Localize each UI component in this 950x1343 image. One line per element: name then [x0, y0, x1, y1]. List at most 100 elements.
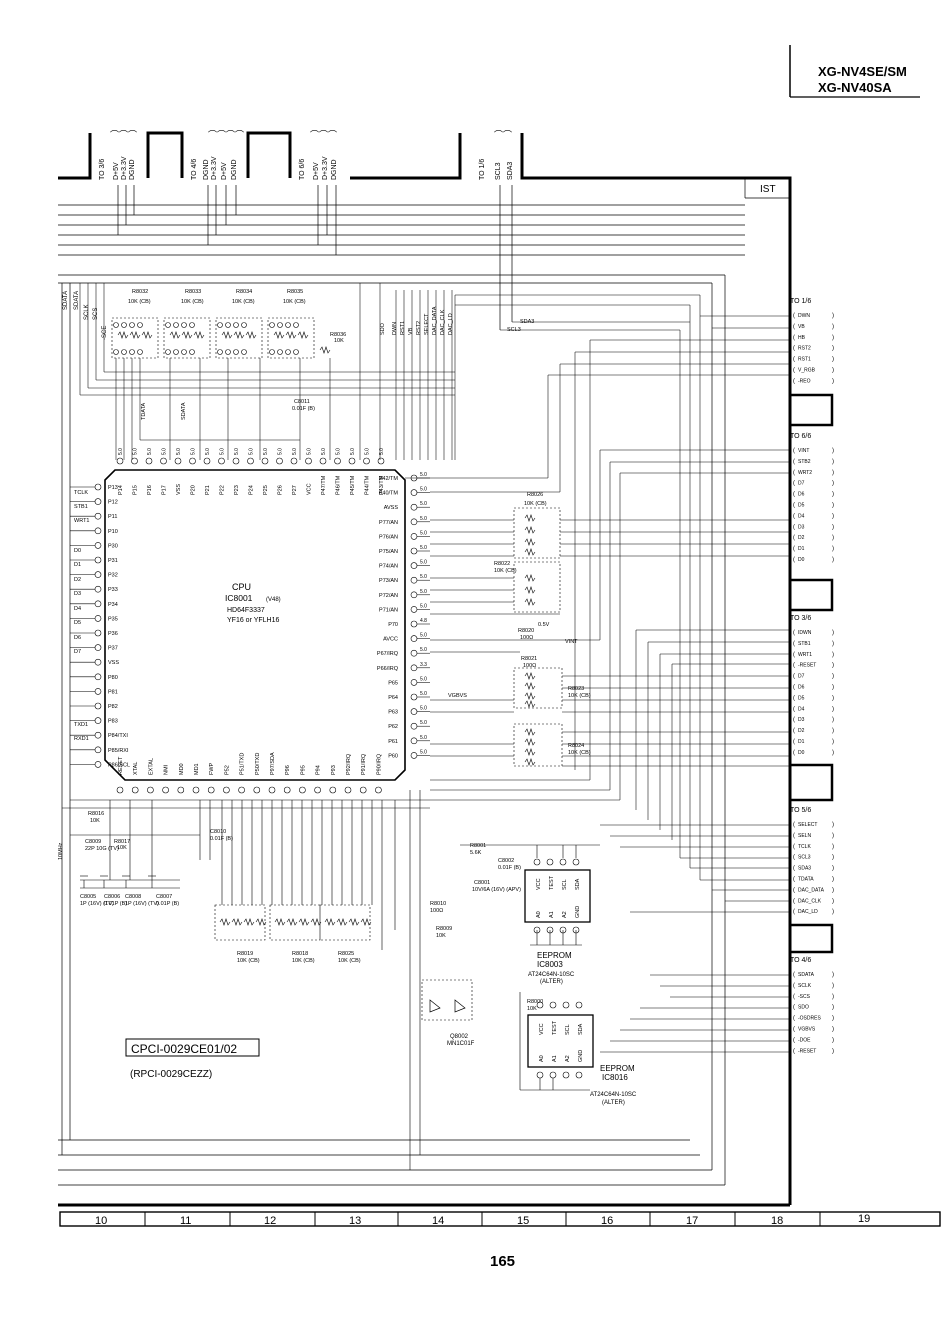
connector-symbol: )	[832, 513, 834, 519]
svg-text:A1: A1	[552, 1055, 558, 1062]
svg-text:10K (CB): 10K (CB)	[568, 693, 591, 699]
voltage-label: 5.0	[263, 448, 269, 455]
cpu-pin-label: P61	[388, 739, 398, 745]
pin-marker	[94, 585, 102, 593]
cpu-pin-label: MD1	[194, 763, 200, 775]
connector-signal: SELECT	[798, 822, 817, 828]
voltage-label: 5.0	[350, 448, 356, 455]
svg-text:R8033: R8033	[185, 289, 201, 295]
pin-marker	[223, 786, 230, 794]
model-line-2: XG-NV40SA	[818, 80, 892, 95]
connector-symbol: )	[832, 503, 834, 509]
voltage-label: 5.0	[220, 448, 226, 455]
svg-text:5.6K: 5.6K	[470, 850, 482, 856]
connector-signal: D5	[798, 695, 805, 701]
connector-signal: -SCS	[798, 994, 811, 1000]
svg-text:DAC_LD: DAC_LD	[448, 313, 454, 335]
connector-title: TO 5/6	[790, 807, 811, 814]
connector-symbol: (	[793, 313, 795, 319]
pin-marker	[410, 649, 418, 657]
connector-symbol: )	[832, 866, 834, 872]
svg-text:10: 10	[95, 1215, 107, 1227]
connector-signal: STB1	[798, 641, 811, 647]
voltage-label: 5.0	[420, 516, 427, 522]
svg-text:16: 16	[601, 1215, 613, 1227]
svg-text:0.01P (B): 0.01P (B)	[104, 901, 127, 907]
voltage-label: 5.0	[205, 448, 211, 455]
pin-marker	[94, 498, 102, 505]
svg-text:100Ω: 100Ω	[523, 663, 536, 669]
connector-symbol: )	[832, 546, 834, 552]
cpu-pin-label: P93	[331, 765, 337, 775]
top-frame	[58, 131, 792, 1207]
connector-symbol: (	[793, 685, 795, 691]
svg-text:0.5V: 0.5V	[538, 622, 550, 628]
svg-text:D+3.3V: D+3.3V	[322, 156, 329, 180]
svg-text:DWN: DWN	[392, 322, 398, 335]
svg-text:DGND: DGND	[331, 159, 338, 180]
pin-marker	[344, 786, 352, 794]
svg-text:R8000: R8000	[527, 999, 543, 1005]
connector-symbol: (	[793, 503, 795, 509]
svg-text:1P (16V) (TV): 1P (16V) (TV)	[125, 901, 159, 907]
svg-text:R8020: R8020	[518, 628, 534, 634]
svg-text:SCL: SCL	[565, 1024, 571, 1035]
connector-signal: D3	[798, 717, 805, 723]
svg-text:DAC_CLK: DAC_CLK	[440, 309, 446, 335]
top-connector-3-title: TO 6/6	[299, 159, 306, 180]
connector-signal: VB	[798, 324, 805, 330]
connector-signal: V_RGB	[798, 368, 816, 374]
connector-signal: D4	[798, 706, 805, 712]
svg-text:VB: VB	[408, 327, 414, 335]
svg-text:R8022: R8022	[494, 561, 510, 567]
cpu-pin-label: P81	[108, 689, 118, 695]
connector-symbol: )	[832, 717, 834, 723]
svg-text:AT24C64N-10SC: AT24C64N-10SC	[528, 972, 575, 978]
connector-signal: -OSDRES	[798, 1016, 821, 1022]
svg-text:10K (CB): 10K (CB)	[237, 958, 260, 964]
svg-text:10K: 10K	[90, 818, 100, 824]
net-label: D4	[74, 606, 81, 612]
net-label: TCLK	[74, 490, 88, 496]
connector-symbol: (	[793, 1005, 795, 1011]
svg-text:VINT: VINT	[565, 639, 578, 645]
svg-text:MN1C01F: MN1C01F	[447, 1041, 475, 1047]
svg-text:SELECT: SELECT	[424, 313, 430, 335]
svg-text:SDA: SDA	[575, 878, 581, 890]
voltage-label: 5.0	[191, 448, 197, 455]
model-line-1: XG-NV4SE/SM	[818, 64, 907, 79]
connector-signal: SCLK	[798, 983, 812, 989]
connector-symbol: (	[793, 470, 795, 476]
cpu-pin-label: P60	[388, 753, 398, 759]
cpu-pin-label: P65	[388, 680, 398, 686]
bottom-left-passives: R8016 10K R8017 10K C8009 22P 10G (TV) C…	[58, 790, 430, 1170]
connector-symbol: (	[793, 524, 795, 530]
svg-text:R8009: R8009	[436, 926, 452, 932]
connector-symbol: (	[793, 695, 795, 701]
svg-text:(ALTER): (ALTER)	[540, 979, 563, 985]
voltage-label: 5.0	[162, 448, 168, 455]
pin-marker	[305, 457, 312, 465]
cpu-pin-label: P80	[108, 675, 118, 681]
pin-marker	[174, 457, 182, 465]
connector-symbol: )	[832, 1016, 834, 1022]
cpu-pin-label: P96	[285, 765, 291, 775]
pin-marker	[329, 786, 337, 794]
pin-marker	[359, 786, 367, 794]
voltage-label: 5.0	[420, 487, 427, 493]
pin-marker	[348, 457, 356, 465]
connector-symbol: (	[793, 674, 795, 680]
pin-marker	[162, 786, 169, 794]
svg-text:0.01F (B): 0.01F (B)	[498, 865, 521, 871]
cpu-pin-label: P62	[388, 724, 398, 730]
connector-symbol: )	[832, 983, 834, 989]
svg-text:R8019: R8019	[237, 951, 253, 957]
svg-text:R8035: R8035	[287, 289, 303, 295]
svg-text:A2: A2	[565, 1055, 571, 1062]
svg-text:VCC: VCC	[539, 1023, 545, 1035]
connector-symbol: )	[832, 1037, 834, 1043]
pin-marker	[375, 786, 382, 794]
cpu-pin-label: P33	[108, 587, 118, 593]
cpu-pin-label: P43/TM	[379, 475, 385, 495]
